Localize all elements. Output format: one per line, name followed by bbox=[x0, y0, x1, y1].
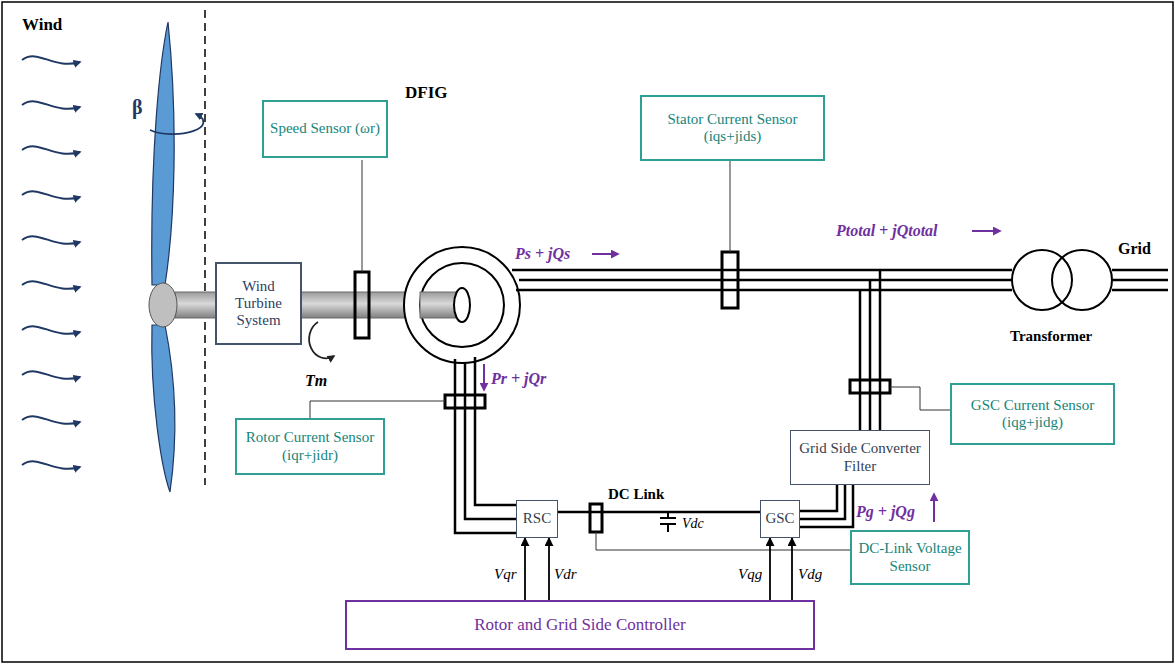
converter-box: RSC bbox=[516, 500, 558, 538]
signal-arrow bbox=[791, 538, 793, 600]
dfig-rotor bbox=[420, 263, 504, 347]
node-text: Stator Current Sensor (iqs+jids) bbox=[648, 111, 817, 146]
signal-label: Vdr bbox=[554, 566, 577, 583]
signal-arrow bbox=[548, 538, 550, 600]
wind-arrows bbox=[22, 56, 80, 468]
grid-label: Grid bbox=[1118, 240, 1151, 258]
transformer-label: Transformer bbox=[1010, 328, 1092, 345]
node-text: DC-Link Voltage Sensor bbox=[858, 540, 962, 575]
signal-label: Vqr bbox=[494, 566, 517, 583]
wire-connector bbox=[800, 485, 845, 519]
blade-upper bbox=[152, 22, 174, 285]
shaft-end bbox=[454, 288, 470, 322]
leader-line bbox=[596, 532, 850, 550]
system-box: Wind Turbine System bbox=[215, 262, 302, 345]
node-text: Wind Turbine System bbox=[223, 278, 294, 330]
power-arrow bbox=[933, 494, 935, 522]
dc-link-label: DC Link bbox=[608, 486, 664, 503]
node-text: Speed Sensor (ωr) bbox=[270, 120, 380, 137]
power-label: Ps + jQs bbox=[515, 245, 570, 263]
signal-arrow bbox=[524, 538, 526, 600]
signal-label: Vdg bbox=[798, 566, 822, 583]
stator-sensor-ring bbox=[722, 252, 738, 308]
gsc-filter-lines bbox=[800, 270, 880, 527]
node-text: GSC Current Sensor (iqg+jidg) bbox=[958, 397, 1107, 432]
filter-box: Grid Side Converter Filter bbox=[790, 430, 930, 485]
rotor-sensor-ring bbox=[445, 395, 485, 408]
pitch-arrow bbox=[150, 114, 203, 134]
dfig-stator bbox=[404, 247, 520, 363]
wire-connector bbox=[558, 511, 760, 514]
power-arrow bbox=[483, 364, 485, 390]
sensor-box: Speed Sensor (ωr) bbox=[262, 100, 388, 158]
node-text: Grid Side Converter Filter bbox=[794, 440, 926, 475]
blade-lower bbox=[152, 325, 175, 492]
torque-arrow bbox=[309, 322, 334, 358]
sensor-box: Stator Current Sensor (iqs+jids) bbox=[640, 95, 825, 161]
pitch-angle-label: β bbox=[132, 96, 143, 118]
speed-sensor-ring bbox=[355, 272, 369, 338]
sensor-box: Rotor Current Sensor (iqr+jidr) bbox=[235, 418, 385, 475]
leader-line bbox=[730, 161, 731, 252]
node-text: Rotor and Grid Side Controller bbox=[474, 615, 686, 635]
node-text: Rotor Current Sensor (iqr+jidr) bbox=[243, 429, 377, 464]
wind-label: Wind bbox=[22, 16, 62, 35]
torque-label: Tm bbox=[305, 372, 327, 390]
hub bbox=[149, 283, 177, 327]
stator-lines bbox=[512, 270, 1168, 290]
leader-line bbox=[890, 387, 950, 410]
rotor-plane-line bbox=[204, 10, 206, 485]
power-arrow bbox=[972, 230, 1000, 232]
node-text: GSC bbox=[765, 510, 794, 527]
controller-box: Rotor and Grid Side Controller bbox=[345, 600, 815, 650]
signal-arrow bbox=[769, 538, 771, 600]
gsc-sensor-ring bbox=[850, 380, 890, 393]
dc-sensor-ring bbox=[590, 504, 602, 532]
converter-box: GSC bbox=[760, 500, 800, 538]
leader-line bbox=[362, 160, 363, 272]
node-text: RSC bbox=[523, 510, 551, 527]
voltage-label: Vdc bbox=[682, 516, 704, 531]
power-label: Pg + jQg bbox=[856, 503, 915, 521]
signal-label: Vqg bbox=[738, 566, 762, 583]
transformer-winding bbox=[1052, 250, 1112, 310]
leader-line bbox=[310, 401, 445, 418]
power-arrow bbox=[592, 253, 618, 255]
dc-capacitor bbox=[660, 512, 676, 532]
power-label: Ptotal + jQtotal bbox=[836, 222, 938, 240]
sensor-box: GSC Current Sensor (iqg+jidg) bbox=[950, 383, 1115, 445]
transformer-winding bbox=[1012, 250, 1072, 310]
power-label: Pr + jQr bbox=[491, 370, 546, 388]
sensor-box: DC-Link Voltage Sensor bbox=[850, 530, 970, 585]
generator-label: DFIG bbox=[405, 84, 448, 103]
